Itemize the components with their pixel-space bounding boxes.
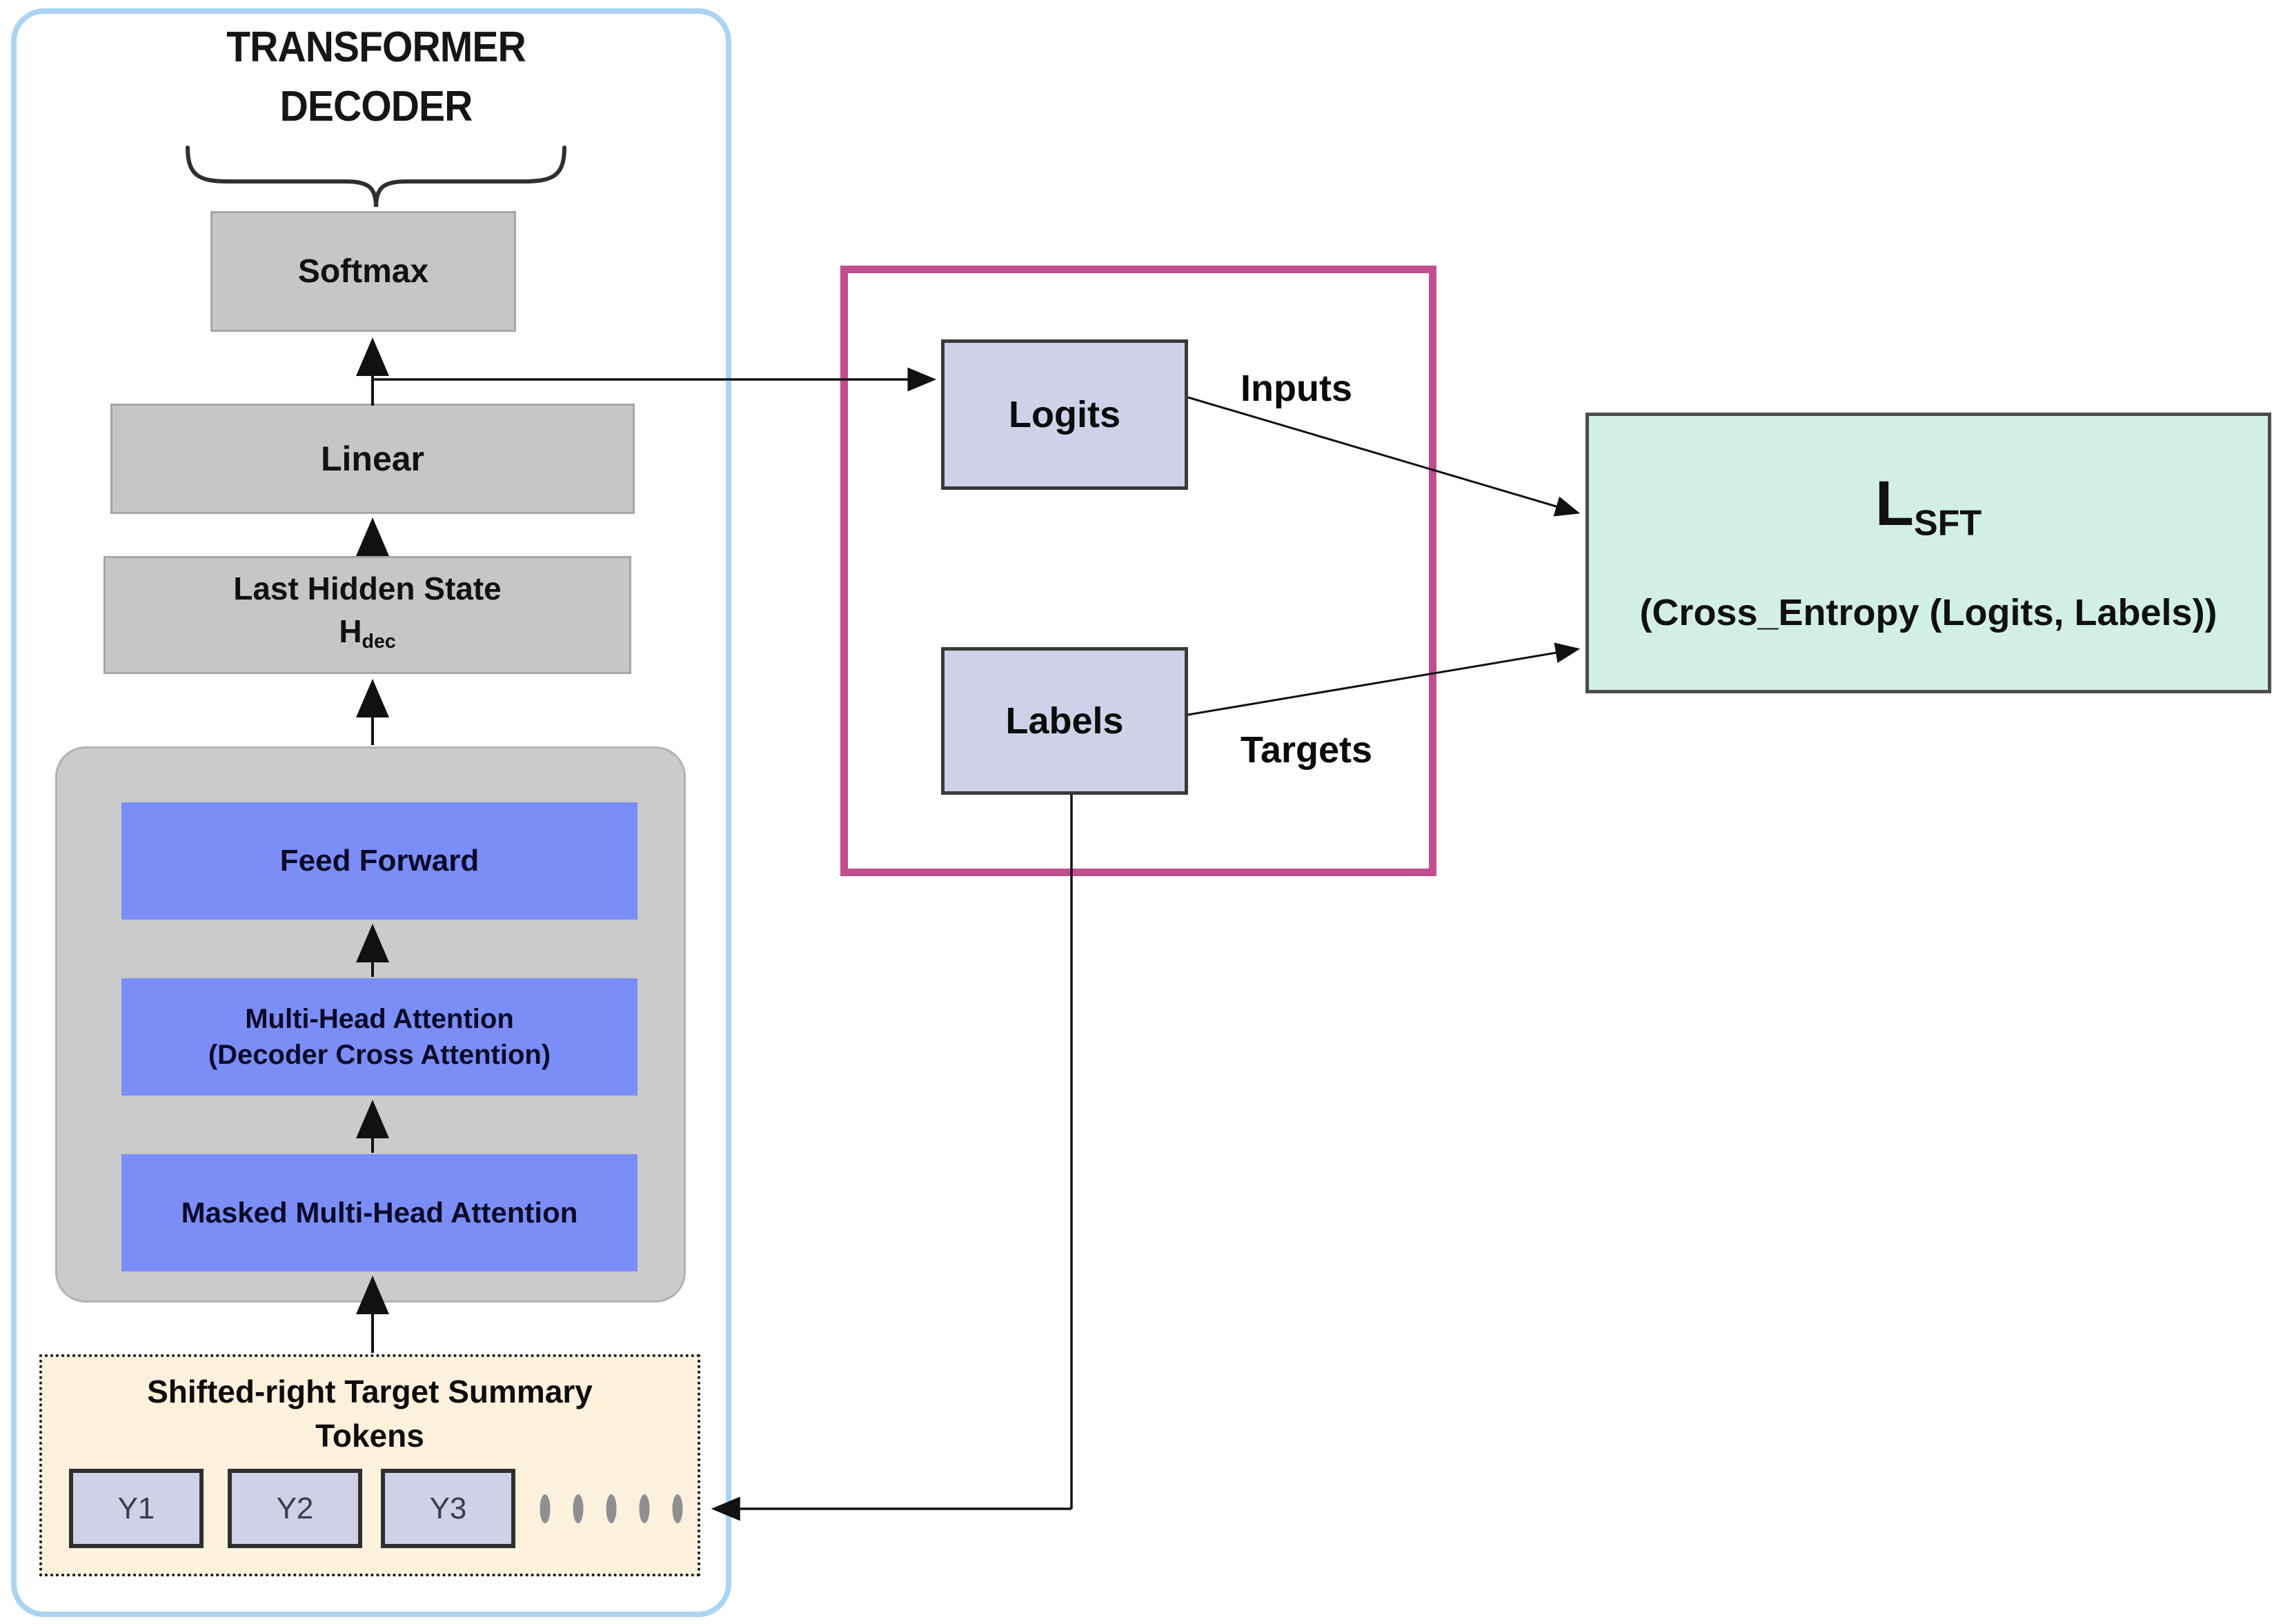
targets-label: Targets (1241, 729, 1373, 771)
multi-head-attention-box: Multi-Head Attention (Decoder Cross Atte… (121, 978, 638, 1096)
feed-forward-label: Feed Forward (279, 844, 480, 878)
token-y2: Y2 (228, 1469, 362, 1548)
token-y3: Y3 (381, 1469, 515, 1548)
inputs-label: Inputs (1241, 368, 1352, 409)
last-hidden-state-symbol: Hdec (339, 613, 396, 653)
masked-mha-label: Masked Multi-Head Attention (181, 1196, 578, 1229)
feed-forward-box: Feed Forward (121, 802, 638, 920)
panel-title: TRANSFORMER DECODER (68, 18, 684, 137)
softmax-label: Softmax (297, 253, 429, 290)
labels-label: Labels (1005, 700, 1124, 742)
shifted-tokens-title: Shifted-right Target Summary Tokens (39, 1369, 700, 1458)
masked-multi-head-attention-box: Masked Multi-Head Attention (121, 1154, 638, 1271)
linear-label: Linear (320, 439, 425, 478)
token-y1: Y1 (69, 1469, 204, 1548)
shifted-tokens-title-line1: Shifted-right Target Summary (147, 1374, 593, 1409)
logits-box: Logits (941, 339, 1188, 490)
logits-label: Logits (1009, 394, 1120, 435)
linear-box: Linear (110, 404, 635, 514)
mha-label-line1: Multi-Head Attention (245, 1004, 514, 1034)
softmax-box: Softmax (210, 211, 516, 332)
shifted-tokens-title-line2: Tokens (315, 1418, 424, 1454)
last-hidden-state-box: Last Hidden State Hdec (103, 556, 631, 674)
loss-formula: (Cross_Entropy (Logits, Labels)) (1639, 591, 2217, 633)
sft-loss-box: LSFT (Cross_Entropy (Logits, Labels)) (1585, 413, 2271, 693)
loss-symbol: LSFT (1875, 468, 1982, 544)
panel-title-line1: TRANSFORMER (226, 23, 526, 71)
panel-title-line2: DECODER (279, 83, 473, 130)
hdec-subscript: dec (362, 630, 396, 653)
labels-box: Labels (941, 647, 1188, 795)
loss-symbol-subscript: SFT (1913, 503, 1982, 544)
last-hidden-state-label: Last Hidden State (233, 571, 502, 606)
mha-label-line2: (Decoder Cross Attention) (208, 1040, 551, 1070)
